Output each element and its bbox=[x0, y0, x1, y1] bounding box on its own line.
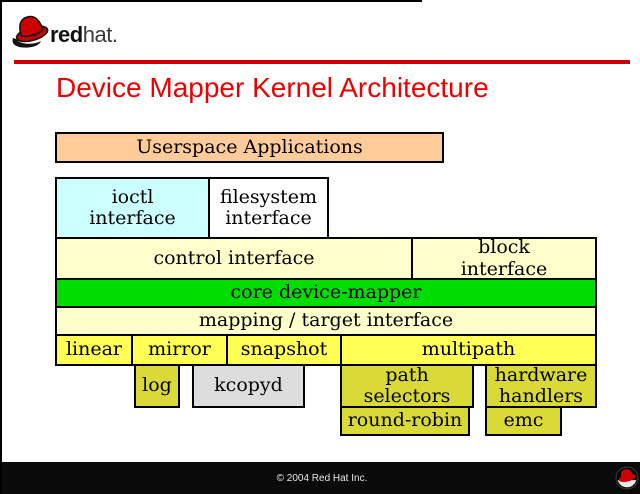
box-filesystem-interface: filesystem interface bbox=[208, 177, 329, 239]
box-linear-target: linear bbox=[55, 334, 133, 366]
brand-wordmark: redhat. bbox=[50, 22, 118, 48]
box-mirror-target: mirror bbox=[131, 334, 228, 366]
box-round-robin: round-robin bbox=[340, 406, 470, 436]
redhat-fedora-icon bbox=[12, 15, 49, 48]
brand-hat: hat bbox=[82, 22, 113, 47]
header-rule bbox=[14, 60, 630, 64]
page-title: Device Mapper Kernel Architecture bbox=[56, 72, 489, 103]
box-hardware-handlers: hardware handlers bbox=[485, 364, 597, 408]
slide-top-border bbox=[2, 0, 422, 2]
box-mapping-target-interface: mapping / target interface bbox=[55, 306, 597, 336]
box-userspace-applications: Userspace Applications bbox=[55, 132, 444, 163]
box-snapshot-target: snapshot bbox=[226, 334, 342, 366]
brand-red: red bbox=[50, 22, 83, 47]
box-control-interface: control interface bbox=[55, 237, 413, 280]
redhat-shadowman-badge-icon bbox=[615, 466, 639, 490]
box-kcopyd: kcopyd bbox=[192, 364, 305, 408]
box-core-device-mapper: core device-mapper bbox=[55, 278, 597, 308]
box-log: log bbox=[134, 364, 180, 408]
box-block-interface: block interface bbox=[411, 237, 597, 280]
box-emc: emc bbox=[485, 406, 562, 436]
box-multipath-target: multipath bbox=[340, 334, 597, 366]
footer-bar: © 2004 Red Hat Inc. bbox=[2, 462, 640, 494]
box-ioctl-interface: ioctl interface bbox=[55, 177, 210, 239]
copyright-text: © 2004 Red Hat Inc. bbox=[276, 472, 368, 484]
brand-period: . bbox=[111, 22, 118, 47]
box-path-selectors: path selectors bbox=[340, 364, 474, 408]
